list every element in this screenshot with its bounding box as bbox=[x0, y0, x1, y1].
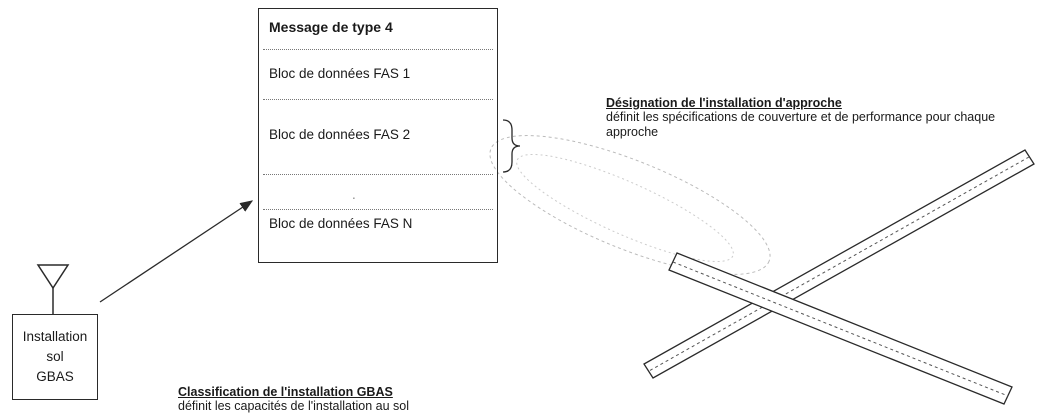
separator bbox=[263, 174, 493, 175]
approach-coverage-ellipse-inner bbox=[516, 153, 734, 263]
approach-designation-note: Désignation de l'installation d'approche… bbox=[606, 96, 1026, 140]
gbas-classification-note: Classification de l'installation GBAS dé… bbox=[178, 385, 478, 414]
fas-brace bbox=[502, 119, 521, 173]
antenna-icon bbox=[36, 264, 70, 314]
approach-note-title: Désignation de l'installation d'approche bbox=[606, 96, 842, 110]
fas-block-2: Bloc de données FAS 2 bbox=[269, 127, 411, 142]
gbas-ground-station-box: Installation sol GBAS bbox=[12, 314, 98, 400]
approach-coverage-ellipse-outer bbox=[489, 135, 771, 275]
gbas-label-line1: Installation bbox=[22, 329, 88, 344]
message-title: Message de type 4 bbox=[269, 19, 393, 35]
fas-block-1: Bloc de données FAS 1 bbox=[269, 66, 411, 81]
separator bbox=[263, 209, 493, 210]
message-type4-box: Message de type 4 Bloc de données FAS 1 … bbox=[258, 8, 498, 263]
gbas-note-title: Classification de l'installation GBAS bbox=[178, 385, 393, 399]
fas-block-n: Bloc de données FAS N bbox=[269, 216, 413, 231]
transmission-arrow bbox=[99, 200, 254, 303]
separator bbox=[263, 49, 493, 50]
ellipsis-marker: . bbox=[352, 187, 356, 202]
gbas-label-line3: GBAS bbox=[36, 369, 74, 384]
gbas-note-description: définit les capacités de l'installation … bbox=[178, 399, 409, 413]
approach-note-description: définit les spécifications de couverture… bbox=[606, 110, 996, 139]
gbas-label-line2: sol bbox=[46, 349, 64, 364]
separator bbox=[263, 99, 493, 100]
runway-2 bbox=[668, 252, 1013, 405]
